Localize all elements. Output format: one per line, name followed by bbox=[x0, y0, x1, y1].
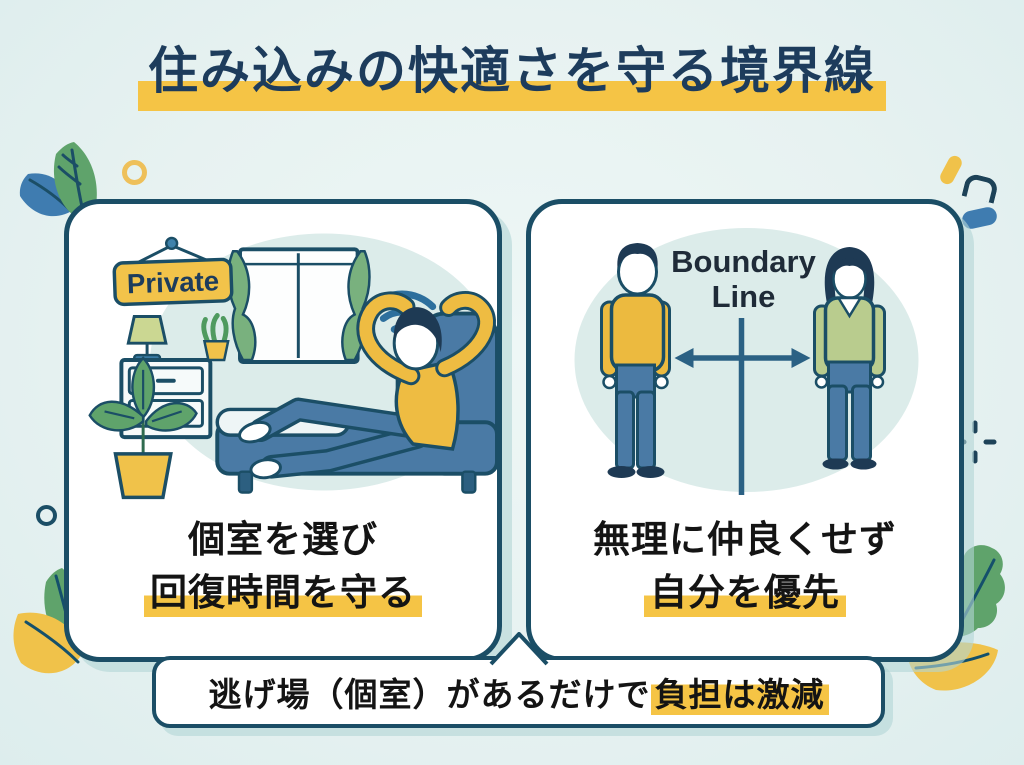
blue-confetti bbox=[960, 205, 999, 231]
panel-private-room: Private 個室を選び 回復時間を守る bbox=[64, 199, 502, 662]
banner-text-prefix: 逃げ場（個室）があるだけで bbox=[208, 676, 651, 713]
squiggle-decoration bbox=[961, 172, 1000, 204]
relaxing-person bbox=[238, 291, 496, 480]
navy-ring-decoration bbox=[36, 505, 57, 526]
banner-text-highlight: 負担は激減 bbox=[650, 674, 829, 715]
private-room-illustration: Private bbox=[88, 233, 497, 500]
boundary-label-line2: Line bbox=[712, 279, 776, 314]
right-caption-line2: 自分を優先 bbox=[644, 571, 846, 617]
panels-row: Private 個室を選び 回復時間を守る Boundary Line bbox=[64, 199, 964, 662]
title-block: 住み込みの快適さを守る境界線 bbox=[0, 40, 1024, 113]
yellow-ring-decoration bbox=[122, 160, 147, 185]
boundary-illustration: Boundary Line bbox=[574, 228, 919, 495]
woman-figure bbox=[813, 247, 886, 470]
private-sign: Private bbox=[112, 236, 234, 307]
sparkle-icon bbox=[953, 420, 997, 464]
page-title: 住み込みの快適さを守る境界線 bbox=[138, 40, 886, 113]
window-icon bbox=[226, 247, 371, 364]
right-caption-line1: 無理に仲良くせず bbox=[593, 519, 897, 560]
yellow-confetti bbox=[937, 153, 965, 187]
right-panel-caption: 無理に仲良くせず 自分を優先 bbox=[593, 514, 897, 619]
panel-boundary-line: Boundary Line bbox=[526, 199, 964, 662]
left-caption-line1: 個室を選び bbox=[188, 519, 378, 560]
small-plant-icon bbox=[201, 313, 230, 362]
double-arrow-icon bbox=[674, 318, 811, 495]
banner-text: 逃げ場（個室）があるだけで負担は激減 bbox=[209, 668, 829, 716]
banner-notch bbox=[489, 632, 548, 666]
boundary-label-line1: Boundary bbox=[671, 244, 816, 279]
leaf-blue-icon bbox=[19, 173, 76, 217]
left-panel-caption: 個室を選び 回復時間を守る bbox=[144, 514, 422, 619]
left-caption-line2: 回復時間を守る bbox=[144, 571, 422, 617]
bottom-banner: 逃げ場（個室）があるだけで負担は激減 bbox=[152, 632, 885, 728]
floor-plant-icon bbox=[88, 356, 198, 500]
man-figure bbox=[600, 243, 671, 478]
lamp-icon bbox=[126, 315, 168, 364]
private-sign-label: Private bbox=[126, 265, 219, 299]
